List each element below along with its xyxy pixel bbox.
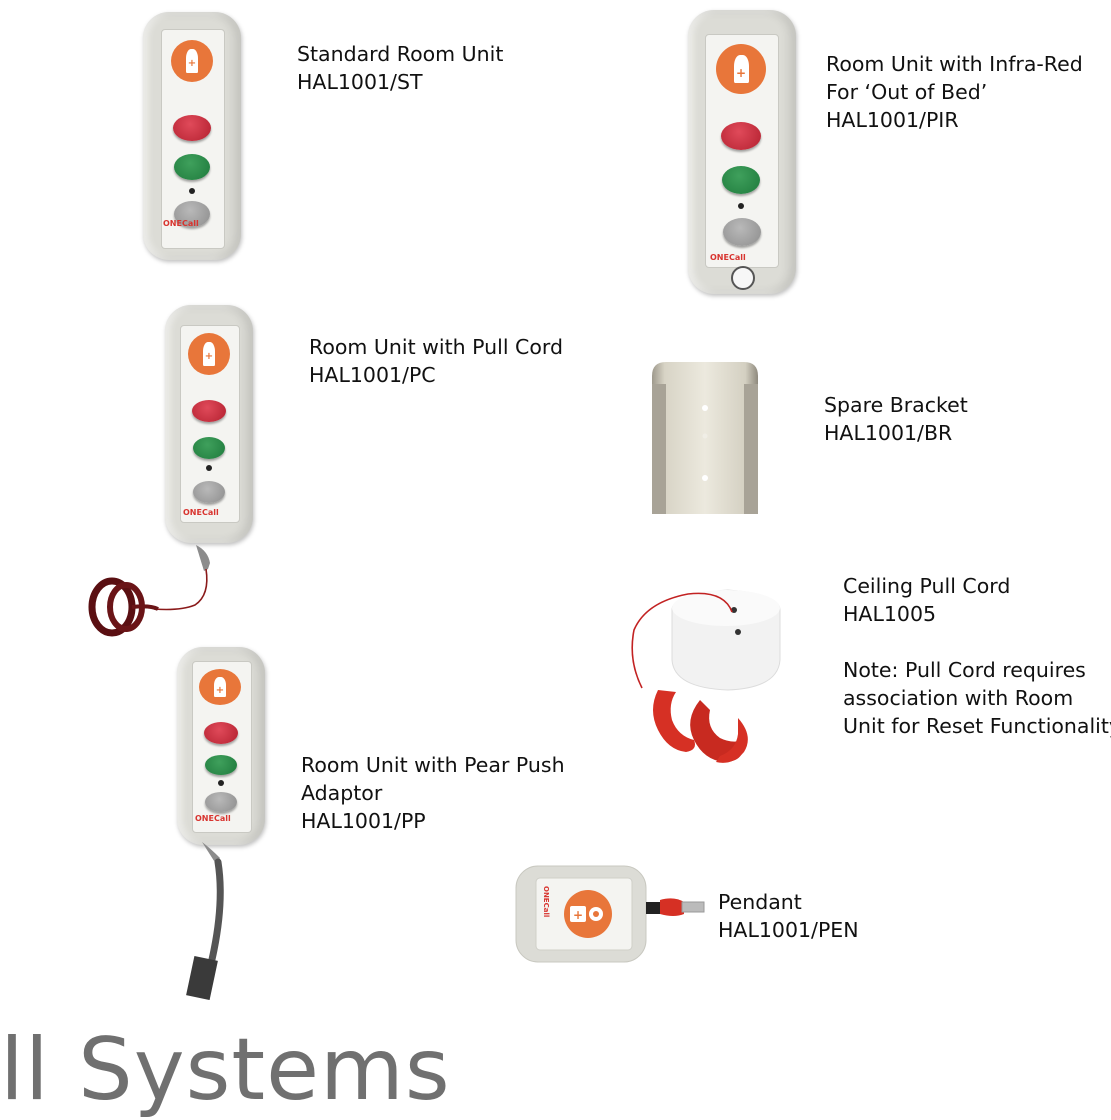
infra-red-sensor-icon xyxy=(731,266,755,290)
pear-push-cable-icon xyxy=(186,842,224,1000)
product-label-pear-push: Room Unit with Pear Push Adaptor HAL1001… xyxy=(301,753,565,833)
pear-push-room-unit-image: ONECall xyxy=(177,647,265,845)
product-label-pendant: Pendant HAL1001/PEN xyxy=(718,890,859,942)
svg-text:+: + xyxy=(573,908,583,922)
nurse-logo-icon xyxy=(199,669,241,705)
nurse-logo-icon xyxy=(188,333,230,375)
svg-text:ONECall: ONECall xyxy=(542,886,550,917)
product-label-bracket: Spare Bracket HAL1001/BR xyxy=(824,393,968,445)
bracket-icon xyxy=(652,362,758,514)
ceiling-pull-icon xyxy=(631,589,781,763)
product-label-standard: Standard Room Unit HAL1001/ST xyxy=(297,42,504,94)
product-label-infra-red: Room Unit with Infra-Red For ‘Out of Bed… xyxy=(826,52,1083,132)
standard-room-unit-image: ONECall xyxy=(143,12,241,260)
infra-red-room-unit-image: ONECall xyxy=(688,10,796,294)
pendant-icon: + ONECall xyxy=(515,865,705,963)
nurse-logo-icon xyxy=(716,44,766,94)
pull-cord-icon xyxy=(88,545,210,637)
footer-title: ll Systems xyxy=(0,1020,451,1120)
product-label-pull-cord: Room Unit with Pull Cord HAL1001/PC xyxy=(309,335,563,387)
nurse-logo-icon xyxy=(171,40,213,82)
pull-cord-room-unit-image: ONECall xyxy=(165,305,253,543)
product-label-ceiling-pull: Ceiling Pull Cord HAL1005 Note: Pull Cor… xyxy=(843,574,1111,738)
